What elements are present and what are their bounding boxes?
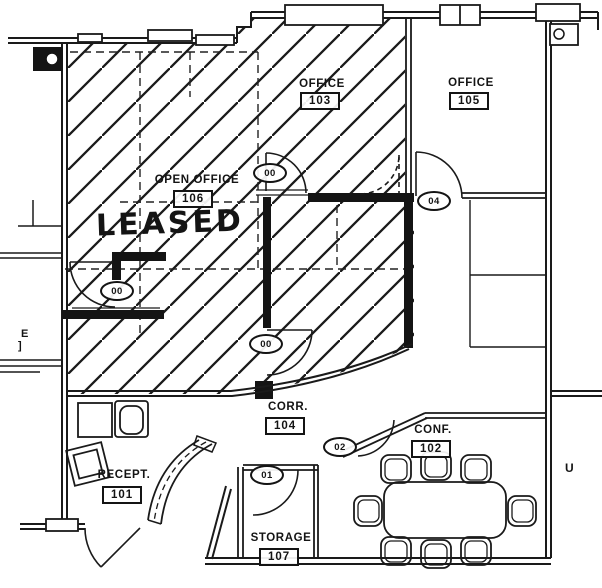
room-number-104: 104 xyxy=(265,417,306,435)
door-tag-01-storage: 01 xyxy=(250,465,284,485)
reception-furniture xyxy=(65,400,218,525)
room-number-103: 103 xyxy=(300,92,341,110)
edge-label-u: U xyxy=(565,461,574,475)
door-tag-00-left-room: 00 xyxy=(100,281,134,301)
room-number-101: 101 xyxy=(102,486,143,504)
leased-hatch-area xyxy=(67,18,414,394)
edge-label-bracket: ] xyxy=(18,340,22,352)
room-label-office-105: OFFICE xyxy=(448,77,494,89)
door-tag-02-conference: 02 xyxy=(323,437,357,457)
room-number-102: 102 xyxy=(411,440,452,458)
door-swings xyxy=(69,151,463,568)
conference-furniture xyxy=(353,451,537,569)
room-label-conference-102: CONF. xyxy=(414,424,452,436)
door-tag-04-office-105: 04 xyxy=(417,191,451,211)
room-number-107: 107 xyxy=(259,548,300,566)
door-tag-00-office-103: 00 xyxy=(253,163,287,183)
room-number-105: 105 xyxy=(449,92,490,110)
room-label-storage-107: STORAGE xyxy=(250,532,312,544)
room-label-reception-101: RECEPT. xyxy=(97,469,151,481)
leased-stamp: LEASED xyxy=(95,203,245,244)
room-label-office-103: OFFICE xyxy=(299,78,345,90)
edge-label-e: E xyxy=(21,328,29,340)
room-number-106: 106 xyxy=(173,190,214,208)
window-mullions xyxy=(45,3,581,532)
room-label-open-office-106: OPEN OFFICE xyxy=(154,174,240,186)
structural-columns xyxy=(33,23,579,71)
door-tag-00-corridor: 00 xyxy=(249,334,283,354)
curved-corridor-wall xyxy=(67,343,413,397)
room-label-corridor-104: CORR. xyxy=(267,401,309,413)
interior-walls xyxy=(72,18,546,558)
new-partition-walls xyxy=(62,193,414,399)
left-edge-stubs xyxy=(0,200,62,373)
